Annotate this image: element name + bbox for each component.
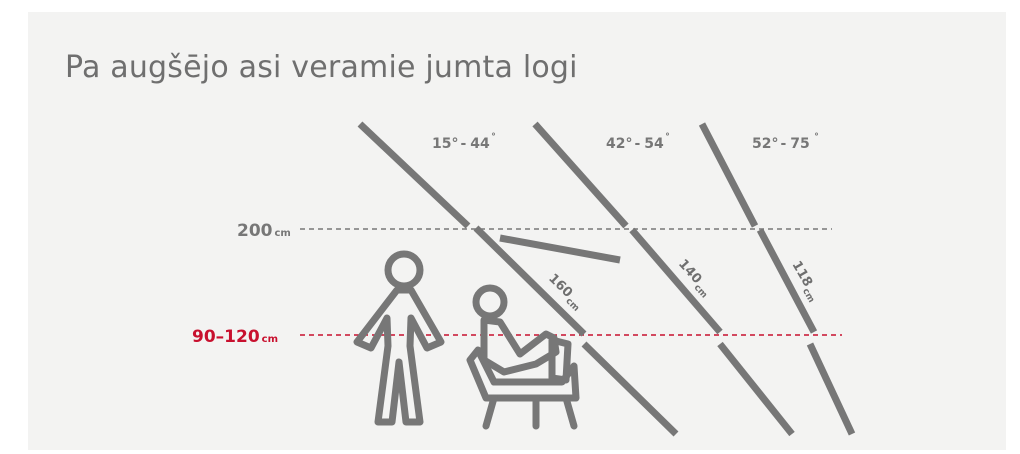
seated-person-icon xyxy=(466,284,580,430)
roof-slope-2 xyxy=(532,121,795,437)
angle-label-2: 42°-54˚ xyxy=(606,132,670,152)
open-sash-1 xyxy=(499,234,621,264)
roof-slope-3 xyxy=(698,122,856,436)
roof-slope-1 xyxy=(357,121,679,437)
angle-label-3: 52°-75˚ xyxy=(752,132,819,152)
standing-person-icon xyxy=(353,250,445,426)
window-length-label-1: 160cm xyxy=(543,271,586,314)
diagram-panel: Pa augšējo asi veramie jumta logi xyxy=(28,12,1006,450)
page-title: Pa augšējo asi veramie jumta logi xyxy=(65,50,578,85)
window-length-label-3: 118cm xyxy=(786,259,823,305)
angle-label-1: 15°-44˚ xyxy=(432,132,496,152)
window-length-label-2: 140cm xyxy=(673,257,715,301)
